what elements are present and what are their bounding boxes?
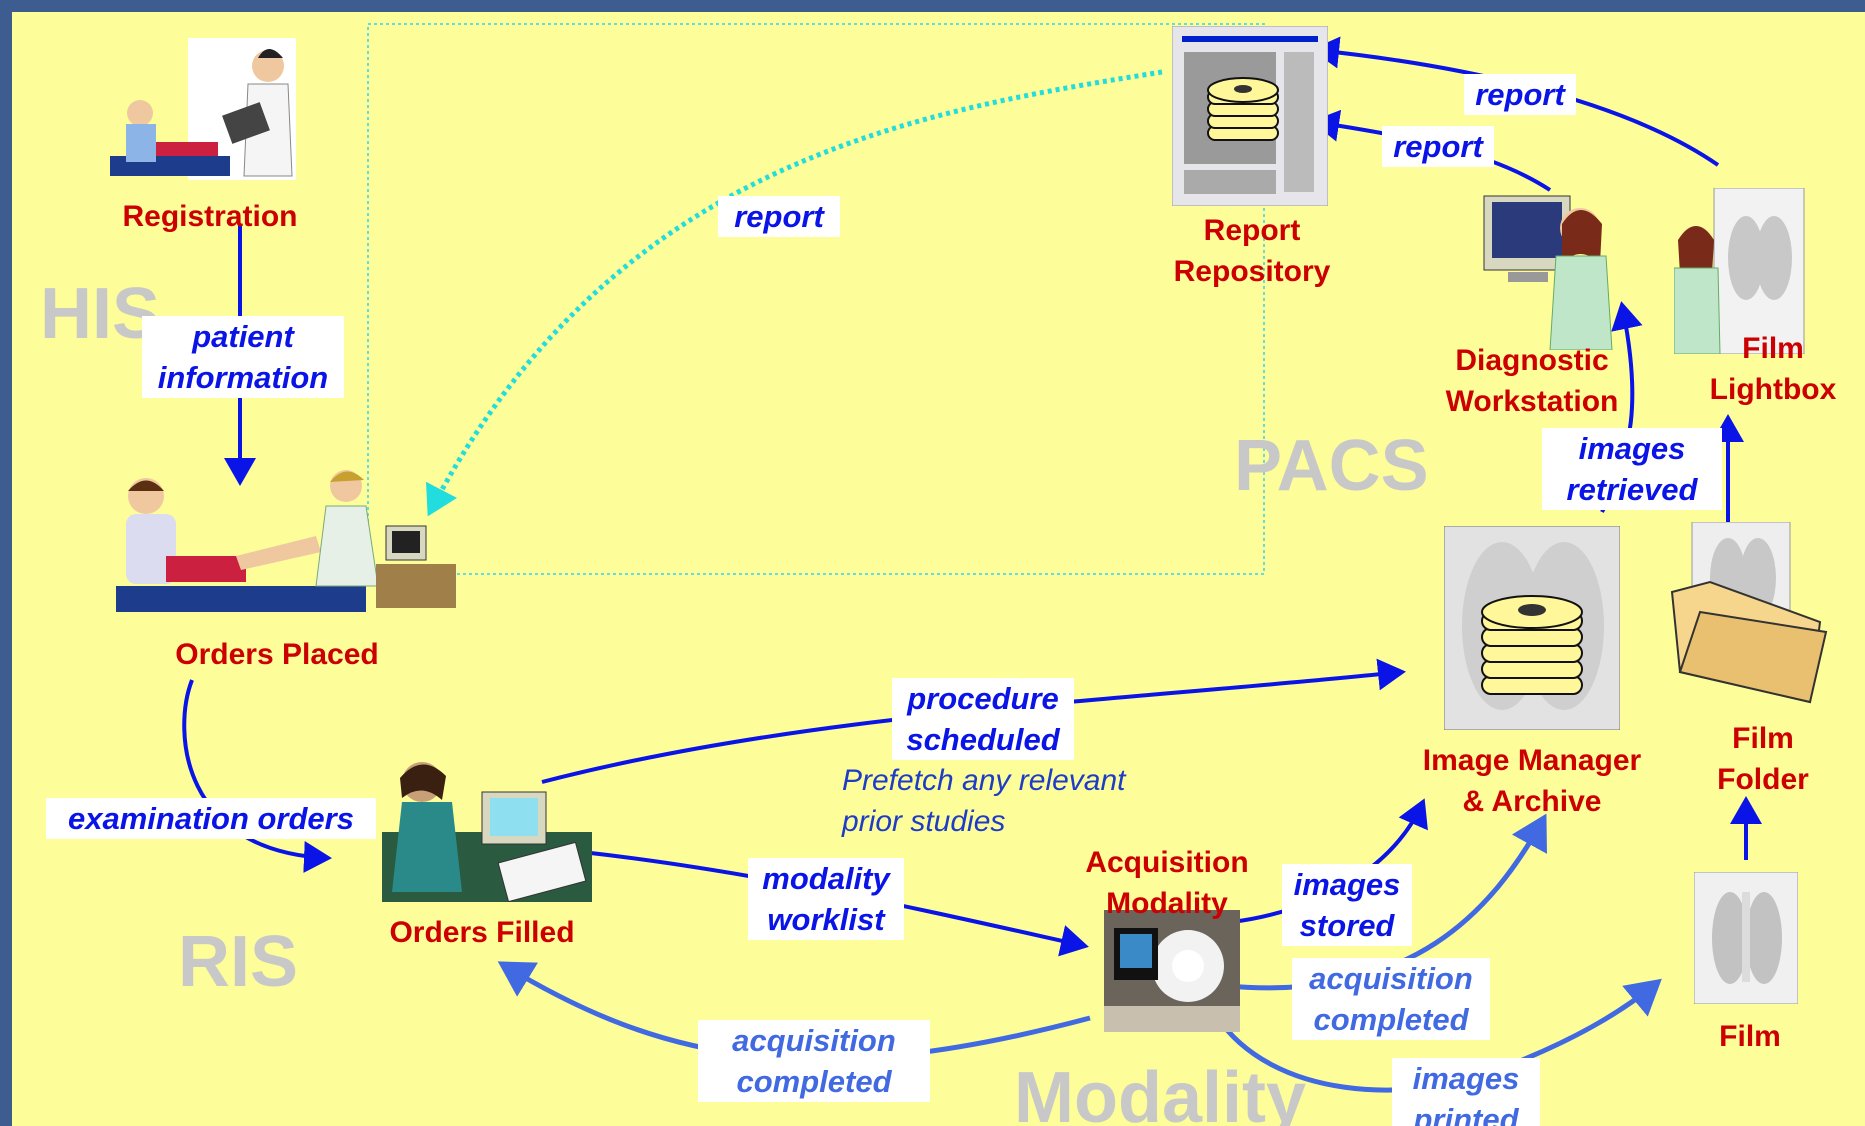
workflow-diagram: HIS RIS PACS Modality <box>12 12 1865 1126</box>
acquisition-modality-photo <box>1104 910 1240 1032</box>
diagnostic-workstation-clipart <box>1483 195 1613 350</box>
node-image-manager-archive: Image Manager& Archive <box>1422 744 1642 818</box>
registration-clipart <box>110 38 296 180</box>
node-registration: Registration <box>122 200 298 233</box>
node-film: Film <box>1719 1020 1781 1053</box>
region-label-his: HIS <box>40 274 161 354</box>
region-label-ris: RIS <box>178 922 299 1002</box>
film-folder-clipart <box>1670 522 1828 704</box>
flow-report-middle: report <box>1382 126 1494 167</box>
arrow-examination-orders <box>182 679 332 873</box>
node-orders-filled: Orders Filled <box>389 916 575 949</box>
flow-report-dotted: report <box>718 196 840 237</box>
pacs-boundary <box>367 23 1265 575</box>
image-manager-archive-icon <box>1444 526 1620 730</box>
orders-placed-clipart <box>116 470 456 612</box>
flow-report-top: report <box>1464 74 1576 115</box>
film-lightbox-clipart <box>1674 188 1805 354</box>
orders-filled-clipart <box>382 762 592 902</box>
film-clipart <box>1694 872 1798 1004</box>
region-label-pacs: PACS <box>1234 426 1429 506</box>
region-label-modality: Modality <box>1014 1058 1307 1126</box>
report-repository-icon <box>1172 26 1328 206</box>
node-orders-placed: Orders Placed <box>175 638 379 671</box>
flow-examination-orders: examination orders <box>46 798 376 839</box>
arrow-report-dotted <box>426 69 1163 517</box>
